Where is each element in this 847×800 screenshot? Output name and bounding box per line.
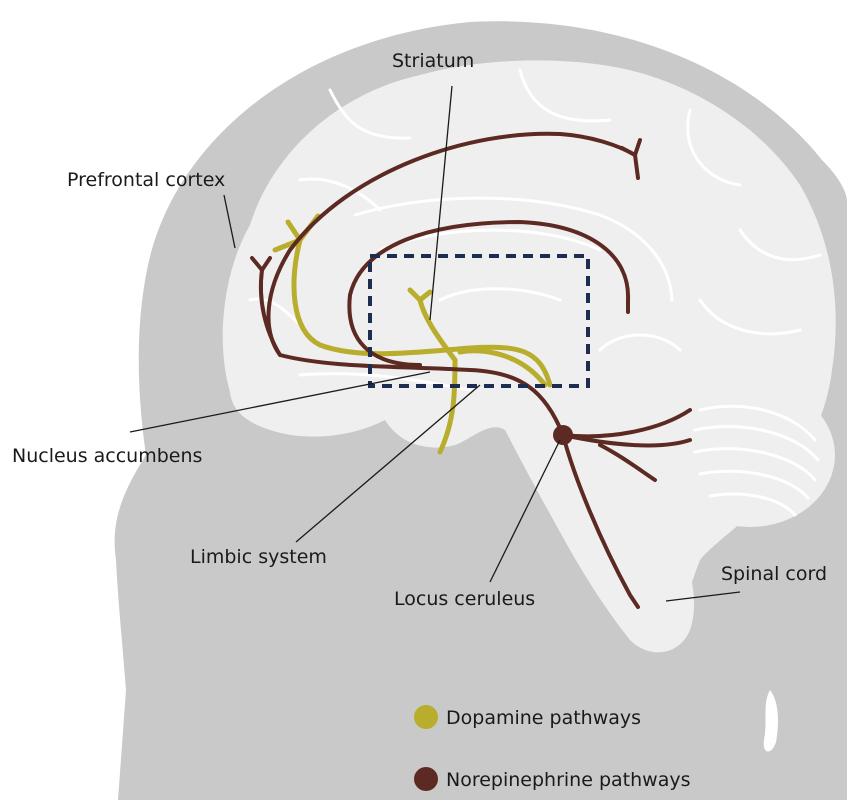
- label-locus-ceruleus: Locus ceruleus: [394, 588, 535, 610]
- locus-ceruleus-node: [553, 425, 573, 445]
- label-prefrontal-cortex: Prefrontal cortex: [67, 169, 225, 191]
- cerebellum: [665, 383, 835, 527]
- label-striatum: Striatum: [392, 50, 474, 72]
- legend-norepinephrine-label: Norepinephrine pathways: [446, 769, 690, 791]
- legend-dopamine-label: Dopamine pathways: [446, 707, 641, 729]
- legend-dopamine-swatch: [414, 705, 438, 729]
- label-spinal-cord: Spinal cord: [721, 563, 827, 585]
- label-limbic-system: Limbic system: [190, 546, 327, 568]
- legend-norepinephrine-swatch: [414, 767, 438, 791]
- label-nucleus-accumbens: Nucleus accumbens: [12, 445, 202, 467]
